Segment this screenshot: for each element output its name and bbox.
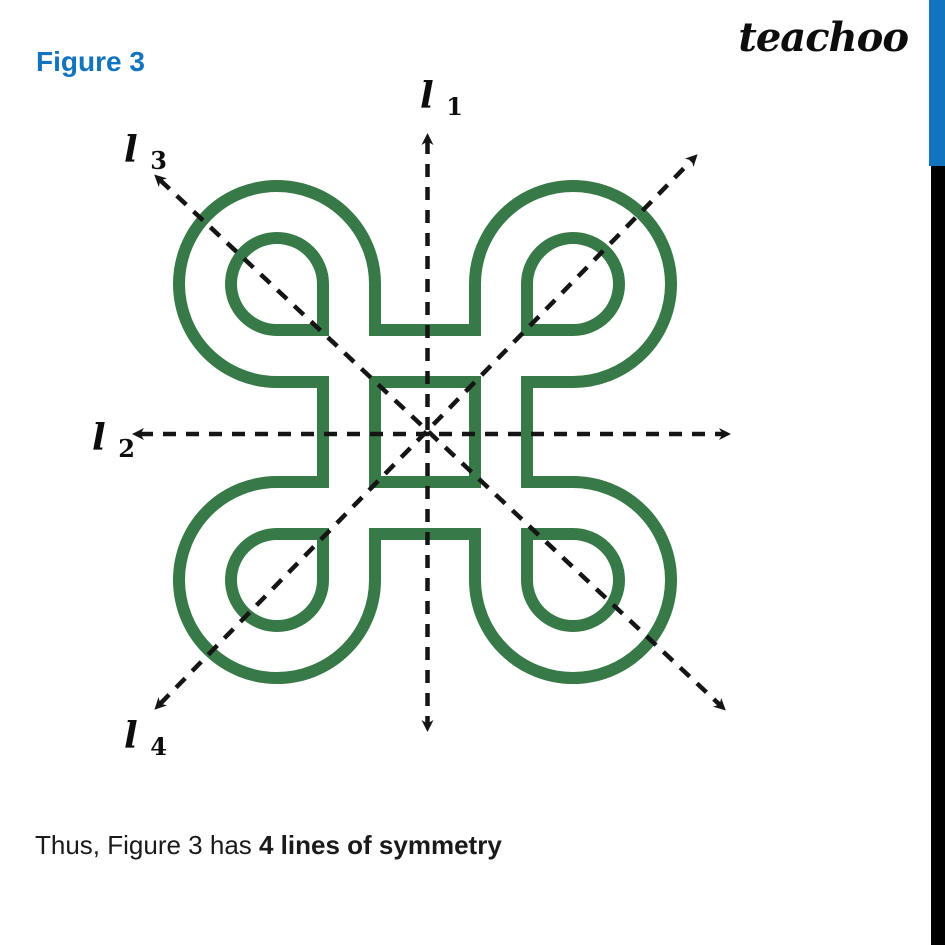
label-l3: l 3 — [124, 129, 167, 175]
right-edge-blue-bar — [929, 0, 945, 166]
caption-bold-text: 4 lines of symmetry — [259, 830, 502, 860]
figure-title: Figure 3 — [36, 46, 145, 77]
label-l3-base: l — [124, 129, 138, 171]
label-l1-base: l — [420, 75, 434, 117]
label-l1-sub: 1 — [446, 92, 463, 121]
teachoo-logo: teachoo — [738, 14, 909, 61]
label-l2-sub: 2 — [118, 434, 135, 463]
label-l3-sub: 3 — [150, 146, 167, 175]
label-l1: l 1 — [420, 75, 463, 121]
caption: Thus, Figure 3 has 4 lines of symmetry — [35, 830, 502, 861]
label-l2: l 2 — [92, 417, 135, 463]
label-l4-sub: 4 — [150, 732, 167, 761]
right-edge-black-bar — [931, 166, 945, 945]
caption-normal-text: Thus, Figure 3 has — [35, 830, 259, 860]
label-l2-base: l — [92, 417, 106, 459]
label-l4: l 4 — [124, 715, 167, 761]
label-l4-base: l — [124, 715, 138, 757]
symmetry-line-l4-diagonal — [154, 154, 698, 710]
